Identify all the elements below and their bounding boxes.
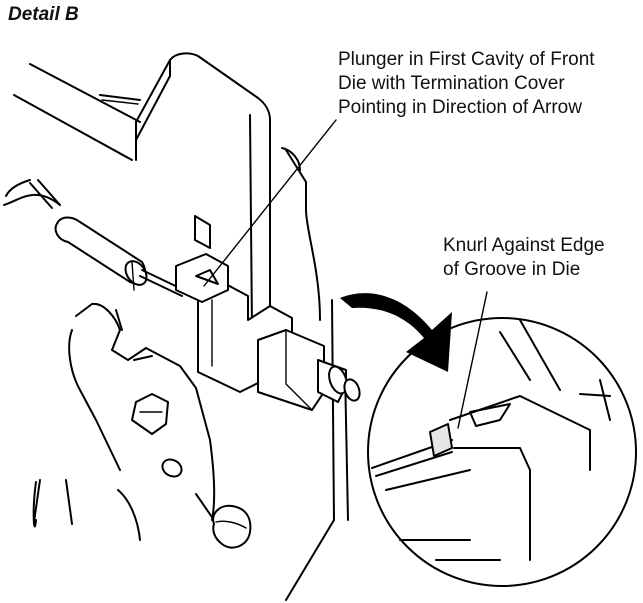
lower-jaw: [32, 302, 216, 541]
callout-plunger-line-3: Pointing in Direction of Arrow: [338, 97, 582, 118]
magnified-detail-circle: [367, 317, 637, 587]
front-die-block: [175, 253, 361, 411]
callout-plunger-line-2: Die with Termination Cover: [338, 73, 565, 94]
magnification-arrow: [340, 293, 452, 372]
callout-plunger: Plunger in First Cavity of Front Die wit…: [338, 48, 595, 120]
die-plate: [135, 52, 271, 331]
callout-plunger-line-1: Plunger in First Cavity of Front: [338, 49, 595, 70]
leader-lines: [203, 119, 488, 429]
locking-knob: [212, 504, 252, 549]
upper-plate-lines: [13, 63, 141, 161]
callout-knurl: Knurl Against Edge of Groove in Die: [443, 234, 605, 282]
figure-title: Detail B: [8, 4, 79, 25]
callout-knurl-line-1: Knurl Against Edge: [443, 235, 605, 256]
callout-knurl-line-2: of Groove in Die: [443, 259, 581, 280]
cable-assembly: [3, 179, 185, 297]
